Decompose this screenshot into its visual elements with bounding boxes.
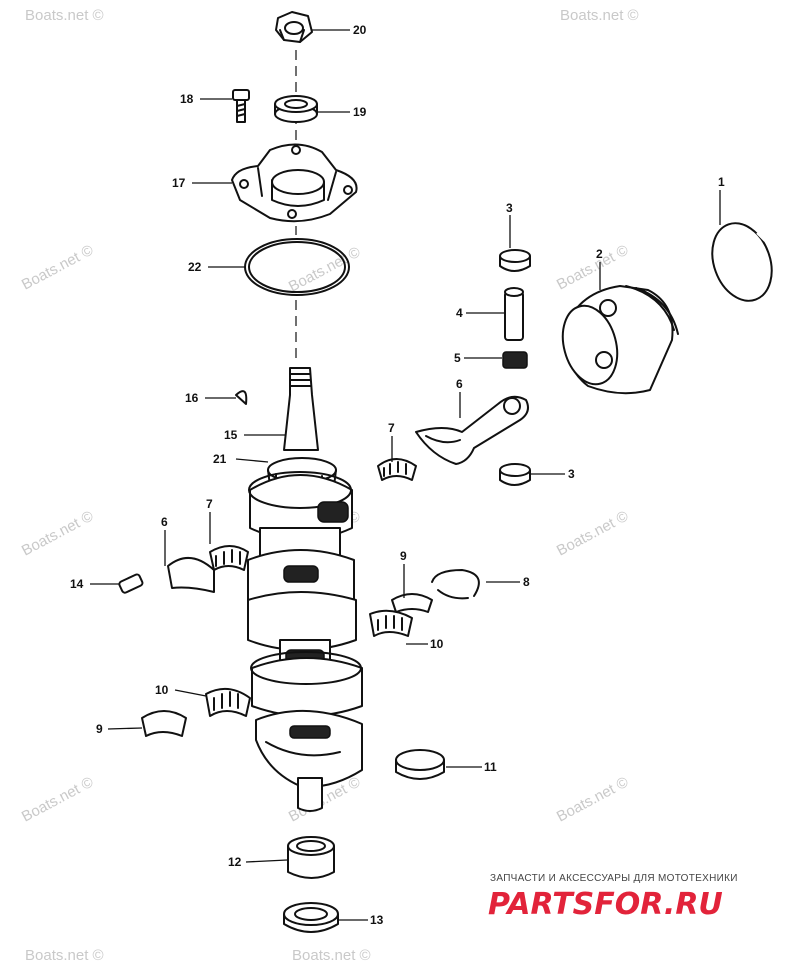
- part-needle-bearing-5[interactable]: [502, 351, 528, 369]
- watermark: Boats.net ©: [19, 774, 96, 826]
- callout-9: 9: [400, 549, 407, 563]
- callout-18: 18: [180, 92, 194, 106]
- part-bearing-race-9-left[interactable]: [141, 710, 187, 737]
- watermark: Boats.net ©: [19, 242, 96, 294]
- part-washer-3-upper[interactable]: [499, 249, 531, 272]
- callout-6: 6: [456, 377, 463, 391]
- callout-2: 2: [596, 247, 603, 261]
- part-ring-11[interactable]: [395, 749, 445, 780]
- watermark: Boats.net ©: [560, 7, 639, 24]
- callout-10: 10: [155, 683, 169, 697]
- callout-3: 3: [568, 467, 575, 481]
- callout-11: 11: [484, 760, 497, 774]
- watermark: Boats.net ©: [554, 508, 631, 560]
- part-key-16[interactable]: [235, 390, 248, 405]
- watermark: Boats.net ©: [19, 508, 96, 560]
- callout-21: 21: [213, 452, 227, 466]
- callout-3: 3: [506, 201, 513, 215]
- callout-7: 7: [206, 497, 213, 511]
- part-roller-bearing-12[interactable]: [287, 836, 335, 879]
- brand-tagline: ЗАПЧАСТИ И АКСЕССУАРЫ ДЛЯ МОТОТЕХНИКИ: [490, 873, 738, 884]
- part-piston-pin[interactable]: [504, 287, 524, 341]
- callout-13: 13: [370, 913, 384, 927]
- callout-10: 10: [430, 637, 444, 651]
- callout-12: 12: [228, 855, 242, 869]
- callout-19: 19: [353, 105, 367, 119]
- watermark: Boats.net ©: [25, 947, 104, 964]
- part-seal-19[interactable]: [274, 95, 318, 123]
- watermark: Boats.net ©: [554, 774, 631, 826]
- part-bearing-cage-10-right[interactable]: [369, 609, 413, 637]
- part-piston[interactable]: [555, 285, 679, 395]
- brand-block: ЗАПЧАСТИ И АКСЕССУАРЫ ДЛЯ МОТОТЕХНИКИ PA…: [488, 873, 738, 922]
- part-bearing-cage-7-right[interactable]: [377, 458, 417, 481]
- part-connecting-rod[interactable]: [415, 395, 529, 465]
- part-rod-cap-6[interactable]: [167, 557, 215, 593]
- part-washer-3-lower[interactable]: [499, 463, 531, 486]
- watermark: Boats.net ©: [25, 7, 104, 24]
- part-upper-bearing-housing[interactable]: [231, 143, 358, 223]
- callout-16: 16: [185, 391, 199, 405]
- part-screw-18[interactable]: [232, 89, 250, 123]
- callout-17: 17: [172, 176, 186, 190]
- callout-5: 5: [454, 351, 461, 365]
- callout-4: 4: [456, 306, 463, 320]
- part-screw-14[interactable]: [118, 573, 144, 594]
- callout-14: 14: [70, 577, 84, 591]
- part-seal-13[interactable]: [283, 902, 339, 933]
- part-bearing-cage-10-left[interactable]: [205, 687, 251, 717]
- part-bearing-cage-7-left[interactable]: [209, 545, 249, 571]
- part-crankshaft[interactable]: [247, 367, 363, 812]
- part-retaining-ring-8[interactable]: [431, 569, 480, 600]
- callout-22: 22: [188, 260, 202, 274]
- callout-labels: 1 2 3 3 4 5 6 6 7 7 8 9 9 10 10 11 12 13…: [70, 23, 725, 927]
- leader-lines: [90, 29, 721, 921]
- callout-15: 15: [224, 428, 238, 442]
- callout-8: 8: [523, 575, 530, 589]
- callout-7: 7: [388, 421, 395, 435]
- brand-logo: PARTSFOR.RU: [488, 887, 723, 922]
- part-nut[interactable]: [275, 11, 313, 43]
- callout-20: 20: [353, 23, 367, 37]
- callout-9: 9: [96, 722, 103, 736]
- watermark: Boats.net ©: [292, 947, 371, 964]
- part-bearing-race-9-right[interactable]: [391, 593, 433, 613]
- callout-1: 1: [718, 175, 725, 189]
- part-piston-ring[interactable]: [702, 215, 782, 309]
- callout-6: 6: [161, 515, 168, 529]
